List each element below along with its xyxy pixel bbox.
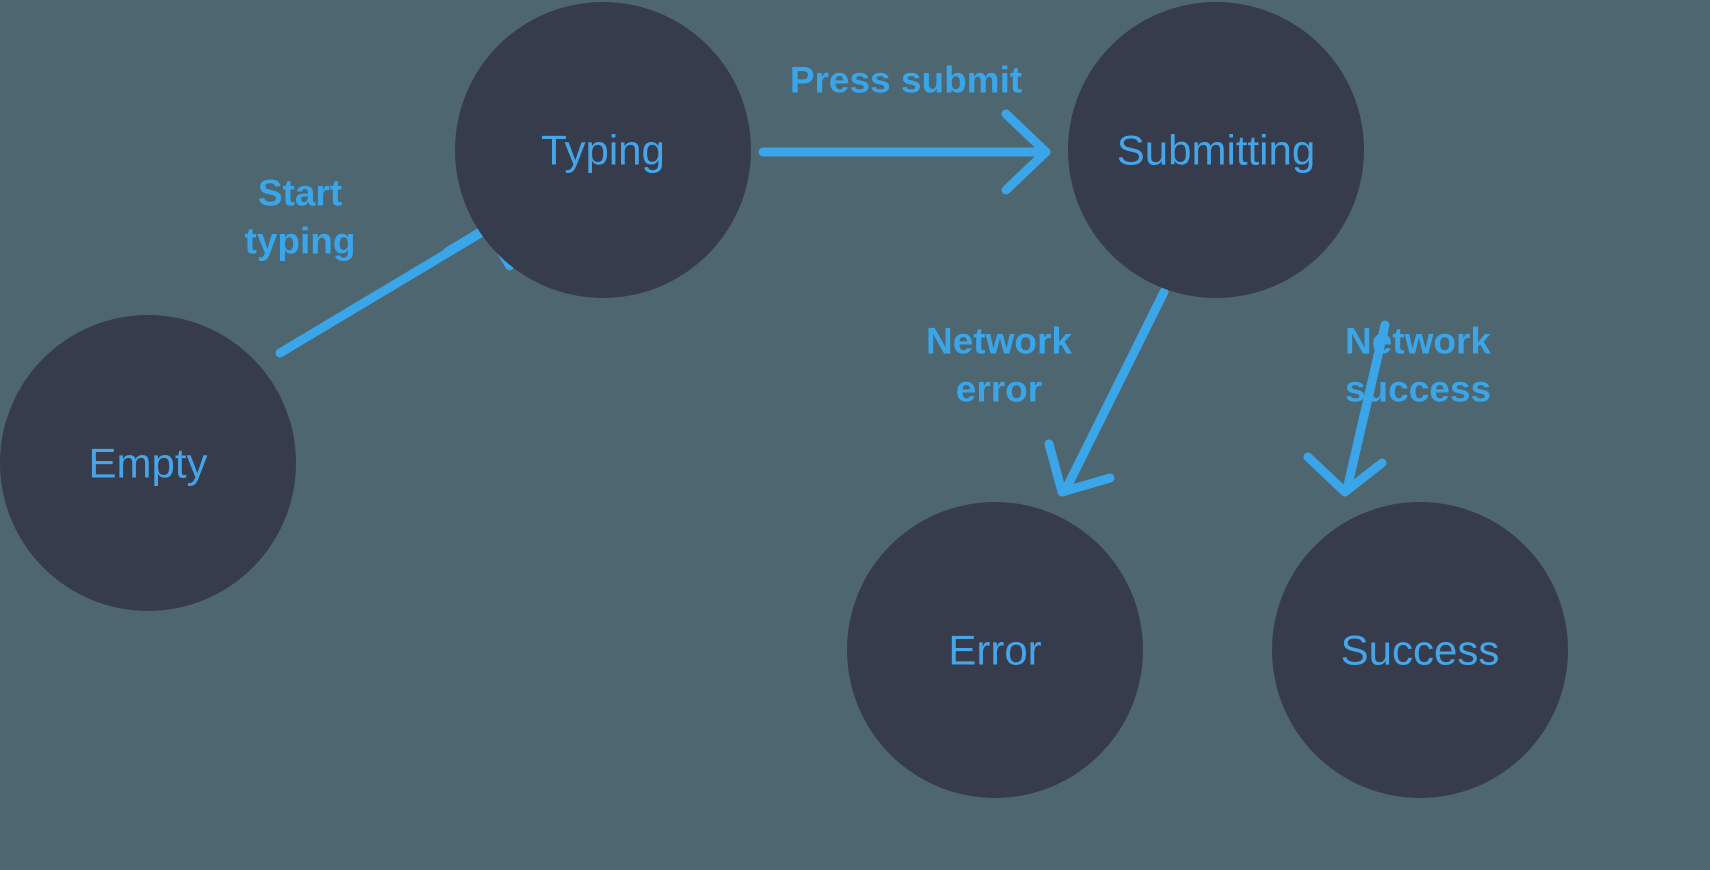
- edge-label-start-typing-line2: typing: [245, 221, 356, 262]
- state-node-empty-label: Empty: [88, 440, 207, 487]
- edge-label-network-error: Network error: [926, 321, 1072, 410]
- edge-submitting-to-success: [1303, 320, 1390, 497]
- edge-label-network-success-line1: Network: [1345, 321, 1491, 362]
- state-node-error-label: Error: [948, 627, 1041, 674]
- edge-submitting-to-error-line: [1063, 287, 1169, 490]
- edge-label-start-typing-line1: Start: [258, 173, 342, 214]
- state-node-success-label: Success: [1341, 627, 1500, 674]
- state-node-typing-label: Typing: [541, 127, 665, 174]
- state-node-success[interactable]: Success: [1272, 502, 1568, 798]
- edge-submitting-to-success-arrowhead: [1303, 452, 1387, 497]
- state-node-empty[interactable]: Empty: [0, 315, 296, 611]
- state-node-submitting-circle[interactable]: [1068, 2, 1364, 298]
- edge-label-network-success: Network success: [1345, 321, 1491, 410]
- edge-label-network-success-line2: success: [1345, 369, 1491, 410]
- edge-submitting-to-error: [1044, 287, 1169, 497]
- state-node-submitting[interactable]: Submitting: [1068, 2, 1364, 298]
- state-node-submitting-label: Submitting: [1117, 127, 1315, 174]
- edge-submitting-to-success-line: [1343, 320, 1390, 490]
- edge-typing-to-submitting: [758, 109, 1051, 195]
- state-node-typing-circle[interactable]: [455, 2, 751, 298]
- edge-submitting-to-error-arrowhead: [1044, 439, 1115, 497]
- edge-typing-to-submitting-arrowhead: [1001, 109, 1051, 195]
- state-node-error[interactable]: Error: [847, 502, 1143, 798]
- state-node-empty-circle[interactable]: [0, 315, 296, 611]
- edge-label-press-submit: Press submit: [790, 60, 1022, 101]
- edge-label-press-submit-line1: Press submit: [790, 60, 1022, 101]
- edge-label-network-error-line1: Network: [926, 321, 1072, 362]
- state-node-error-circle[interactable]: [847, 502, 1143, 798]
- state-node-success-circle[interactable]: [1272, 502, 1568, 798]
- edge-label-start-typing: Start typing: [245, 173, 356, 262]
- state-node-typing[interactable]: Typing: [455, 2, 751, 298]
- edge-label-network-error-line2: error: [956, 369, 1042, 410]
